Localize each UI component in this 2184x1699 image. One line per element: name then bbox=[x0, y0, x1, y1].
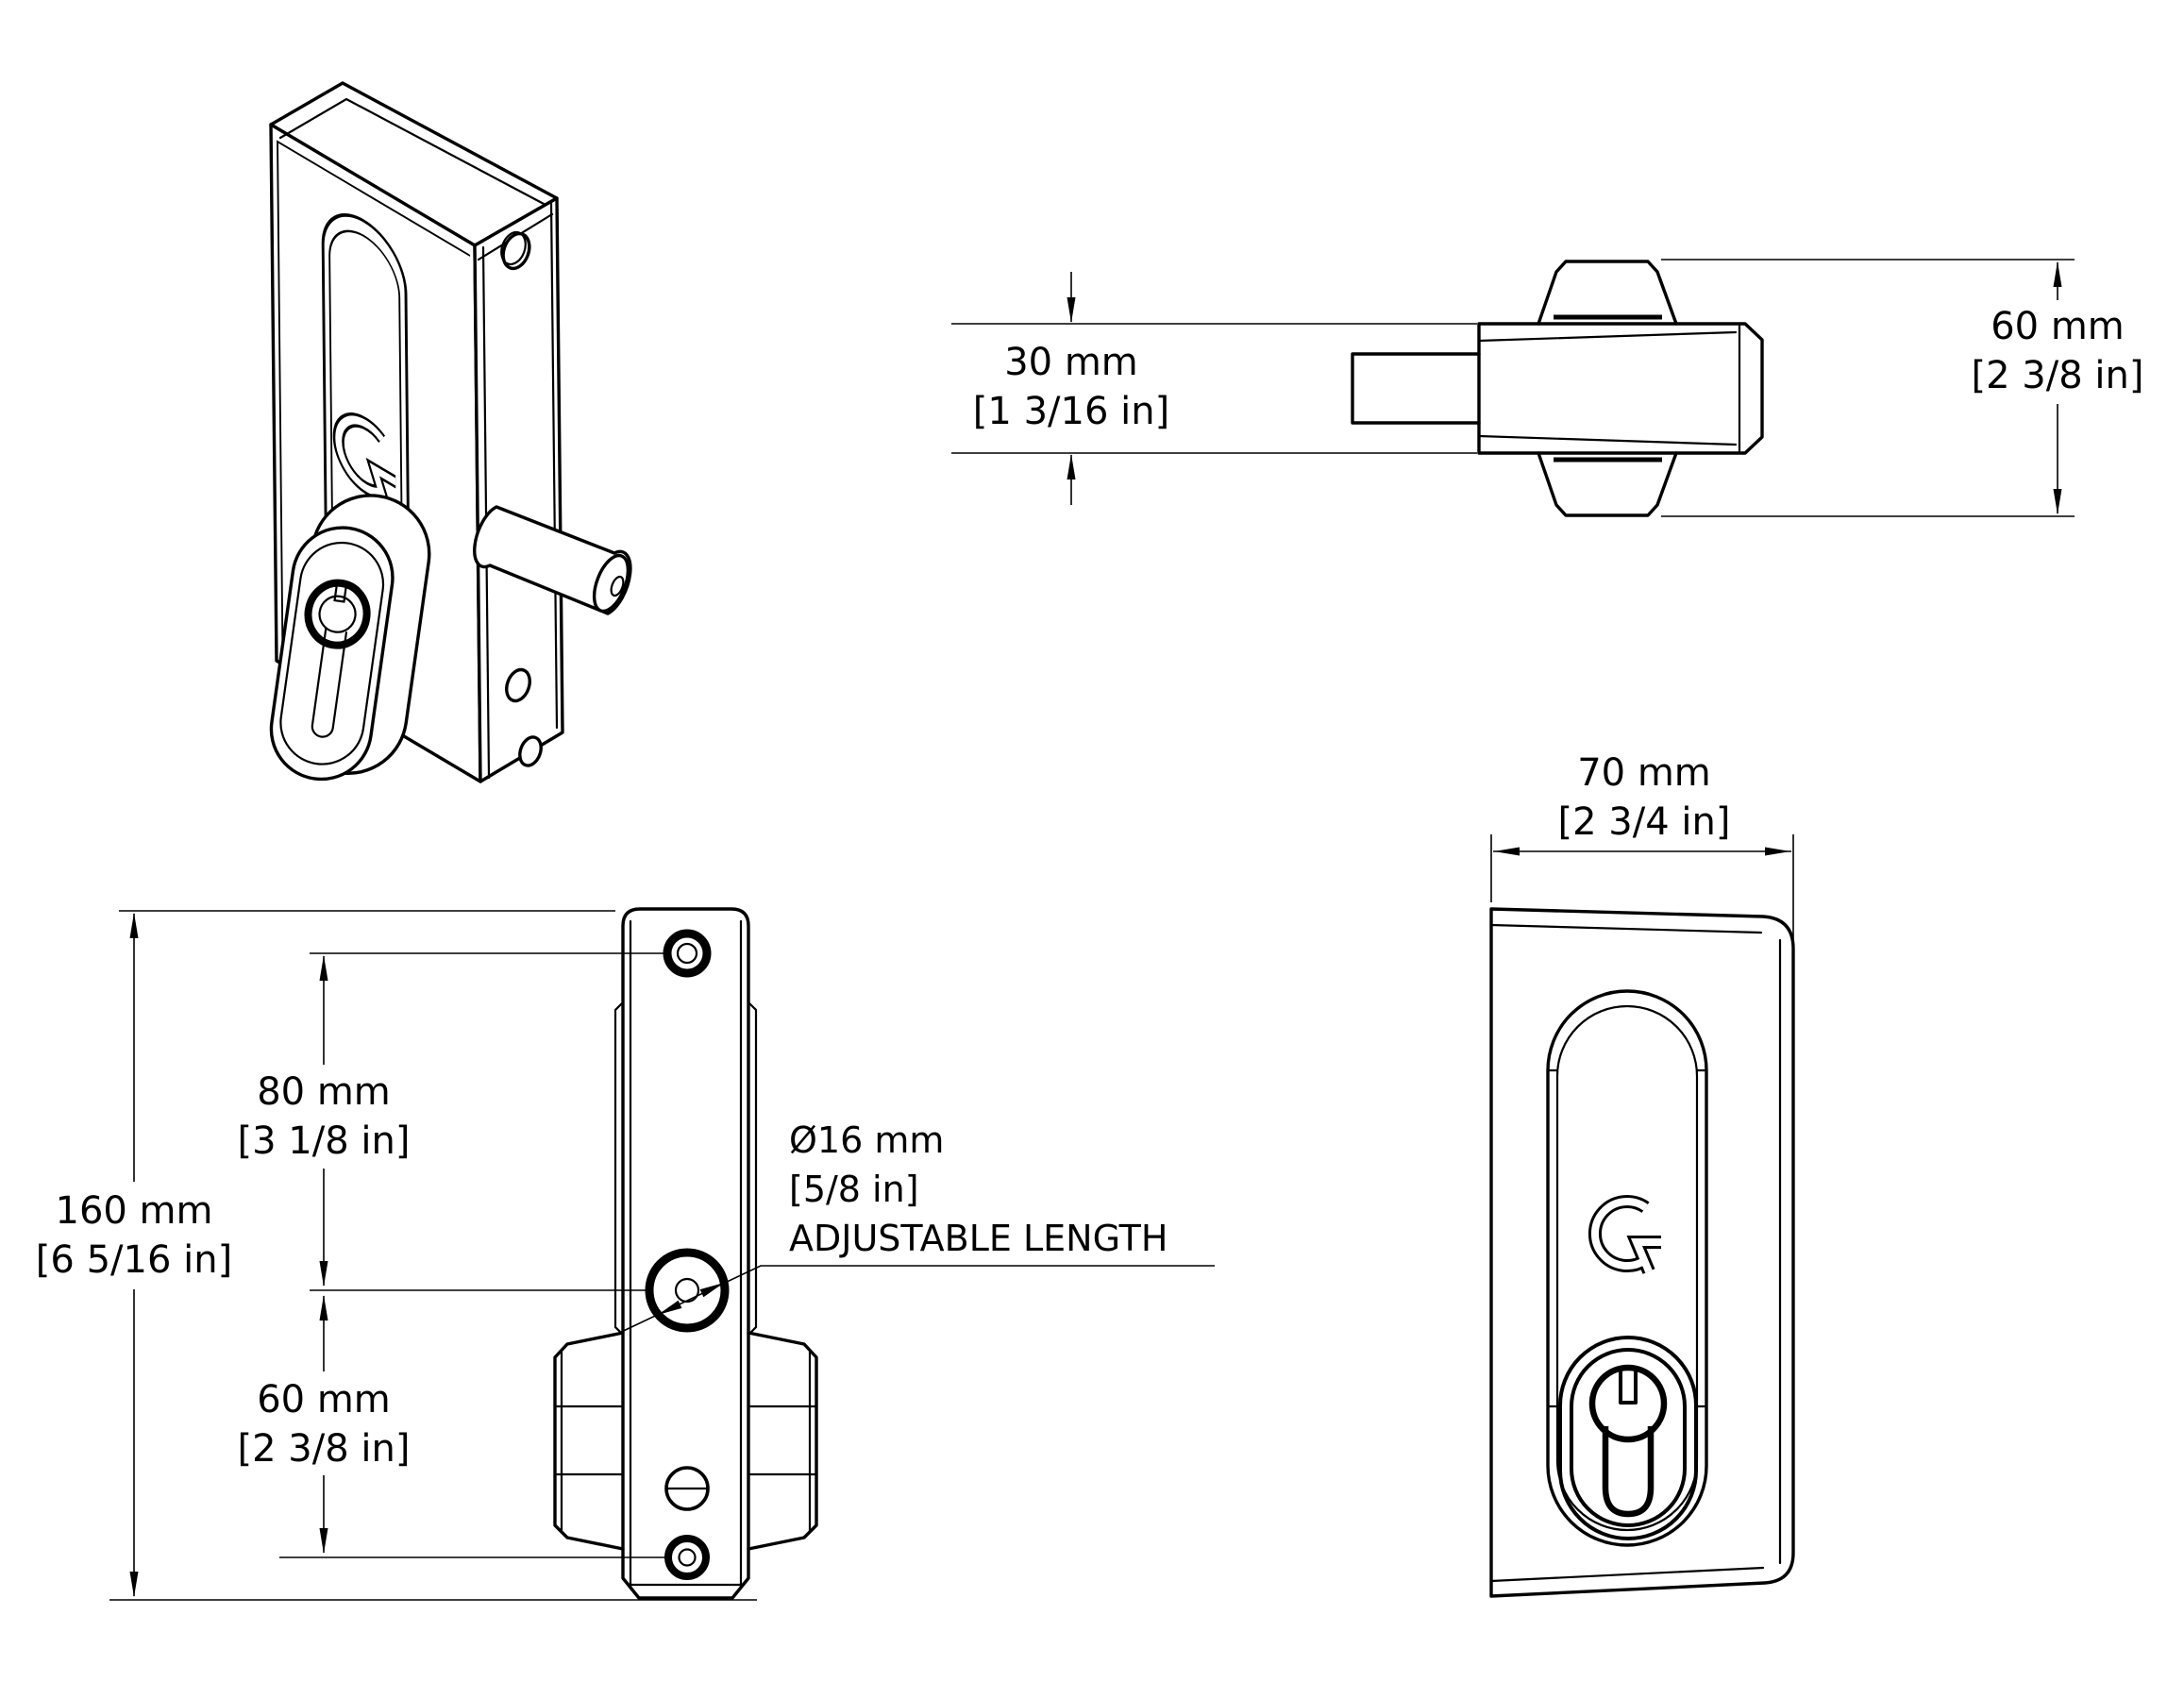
iso-fixing-holes bbox=[500, 230, 543, 767]
dim-value-metric: 70 mm bbox=[1577, 751, 1711, 795]
dim-value-imperial: [2 3/8 in] bbox=[237, 1427, 411, 1471]
top-view-bolt bbox=[1351, 352, 1481, 425]
dim-value-metric: 80 mm bbox=[257, 1070, 391, 1114]
top-view-cylinder-far bbox=[1537, 451, 1678, 517]
dim-label-side-bolt-to-bottom: 60 mm [2 3/8 in] bbox=[238, 1375, 411, 1473]
dim-side-overall-height bbox=[129, 913, 139, 1597]
side-view-cylinder-right bbox=[747, 1331, 818, 1551]
iso-arch-recess-inner bbox=[328, 229, 404, 617]
iso-locking-pin bbox=[473, 505, 632, 615]
dim-side-bolt-to-bottom bbox=[319, 1295, 328, 1554]
dim-value-imperial: [3 1/8 in] bbox=[237, 1119, 411, 1163]
side-view-cylinder-left bbox=[553, 1331, 625, 1551]
dim-value-imperial: [6 5/16 in] bbox=[35, 1238, 233, 1282]
iso-top-chamfer-lines bbox=[278, 97, 547, 207]
side-view-bottom-fixing-hole bbox=[664, 1535, 710, 1580]
dim-label-bolt-diameter: Ø16 mm [5/8 in] ADJUSTABLE LENGTH bbox=[789, 1116, 1168, 1263]
side-view bbox=[553, 907, 818, 1600]
side-view-bolt-end bbox=[645, 1248, 730, 1333]
iso-front-face-details bbox=[277, 140, 471, 655]
isometric-view bbox=[269, 81, 632, 783]
dim-side-top-to-bolt bbox=[319, 955, 328, 1287]
side-view-top-fixing-hole bbox=[663, 929, 712, 978]
brand-logo-g-icon bbox=[332, 412, 396, 506]
top-view bbox=[1351, 260, 1764, 517]
dim-bolt-diameter-leader bbox=[613, 1265, 1215, 1337]
dim-label-top-overall-depth: 60 mm [2 3/8 in] bbox=[1972, 302, 2144, 400]
top-view-cylinder-near bbox=[1537, 260, 1678, 326]
dim-value-metric: Ø16 mm bbox=[789, 1119, 945, 1161]
front-view-escutcheon-inner bbox=[1570, 1348, 1687, 1527]
dim-value-imperial: [2 3/4 in] bbox=[1557, 800, 1731, 844]
dim-value-metric: 160 mm bbox=[55, 1189, 213, 1233]
dim-value-metric: 30 mm bbox=[1004, 341, 1138, 384]
brand-logo-g-icon bbox=[1588, 1195, 1661, 1274]
iso-side-face bbox=[473, 196, 564, 783]
dim-label-side-top-to-bolt: 80 mm [3 1/8 in] bbox=[238, 1068, 411, 1166]
dim-note: ADJUSTABLE LENGTH bbox=[789, 1218, 1168, 1259]
front-view-arch-inner bbox=[1555, 1004, 1699, 1532]
dim-value-imperial: [2 3/8 in] bbox=[1971, 354, 2144, 397]
dim-front-overall-width bbox=[1493, 847, 1791, 856]
front-view bbox=[1489, 907, 1795, 1598]
top-view-body bbox=[1477, 322, 1764, 455]
dim-top-overall-depth bbox=[2053, 261, 2062, 514]
dim-label-side-overall-height: 160 mm [6 5/16 in] bbox=[36, 1186, 232, 1285]
side-view-flanges bbox=[613, 1001, 758, 1337]
dim-value-imperial: [1 3/16 in] bbox=[972, 390, 1170, 433]
dim-value-metric: 60 mm bbox=[257, 1378, 391, 1421]
front-view-escutcheon-outer bbox=[1558, 1336, 1698, 1540]
iso-arch-recess-outer bbox=[321, 212, 411, 622]
dim-value-metric: 60 mm bbox=[1991, 305, 2125, 348]
dim-top-bolt-projection bbox=[1067, 272, 1076, 505]
side-view-body bbox=[621, 907, 750, 1600]
front-view-euro-cylinder bbox=[1588, 1364, 1668, 1443]
dim-label-top-bolt-projection: 30 mm [1 3/16 in] bbox=[973, 338, 1169, 436]
front-view-plate bbox=[1489, 907, 1795, 1598]
dim-label-front-overall-width: 70 mm [2 3/4 in] bbox=[1558, 749, 1731, 847]
dimension-annotations bbox=[109, 259, 2075, 1601]
iso-euro-cylinder bbox=[269, 494, 431, 782]
dim-value-imperial: [5/8 in] bbox=[789, 1169, 919, 1210]
